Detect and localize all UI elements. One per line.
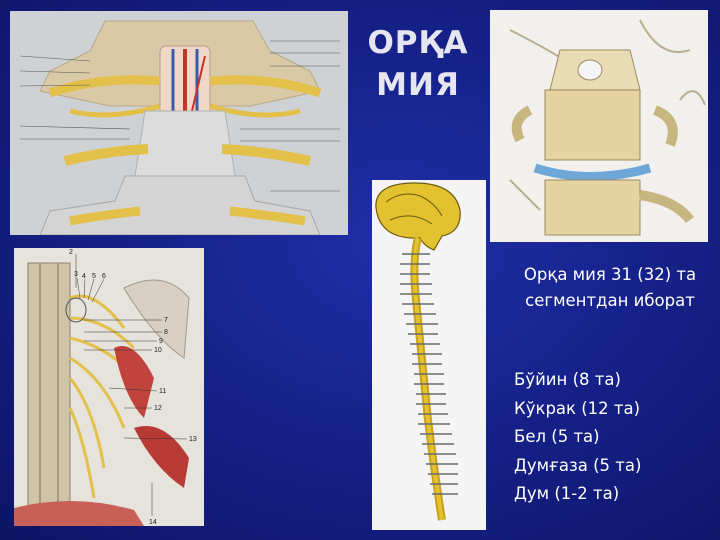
figure-label-10: 10: [154, 347, 162, 354]
segment-list: Бўйин (8 та) Кўкрак (12 та) Бел (5 та) Д…: [514, 366, 714, 509]
vertebra-drawing: [490, 10, 708, 242]
figure-label-12: 12: [154, 405, 162, 412]
figure-label-8: 8: [164, 329, 168, 336]
segment-count-summary: Орқа мия 31 (32) та сегментдан иборат: [523, 265, 697, 310]
cervical-nerves-illustration: 2 3 4 5 6 7 8 9 10 11 12 13 14: [14, 248, 204, 526]
figure-label-11: 11: [159, 388, 166, 395]
figure-label-4: 4: [82, 273, 86, 280]
segment-lumbar: Бел (5 та): [514, 427, 600, 446]
spinal-cord-anatomy-illustration: [10, 11, 348, 235]
figure-label-2: 2: [69, 249, 73, 256]
brain-spinal-cord-drawing: [372, 180, 486, 530]
central-nervous-system-illustration: [372, 180, 486, 530]
cervical-nerves-drawing: 2 3 4 5 6 7 8 9 10 11 12 13 14: [14, 248, 204, 526]
figure-label-6: 6: [102, 273, 106, 280]
segment-coccygeal: Дум (1-2 та): [514, 484, 620, 503]
segment-sacral: Думғаза (5 та): [514, 455, 642, 475]
figure-label-9: 9: [159, 338, 163, 345]
figure-label-14: 14: [149, 519, 157, 526]
figure-label-5: 5: [92, 273, 96, 280]
spinal-cord-anatomy-drawing: [10, 11, 348, 235]
figure-label-13: 13: [189, 436, 197, 443]
slide-title: ОРҚА МИЯ: [367, 25, 469, 103]
segment-cervical: Бўйин (8 та): [514, 370, 621, 389]
segment-thoracic: Кўкрак (12 та): [514, 398, 641, 418]
figure-label-7: 7: [164, 317, 168, 324]
vertebra-illustration: [490, 10, 708, 242]
